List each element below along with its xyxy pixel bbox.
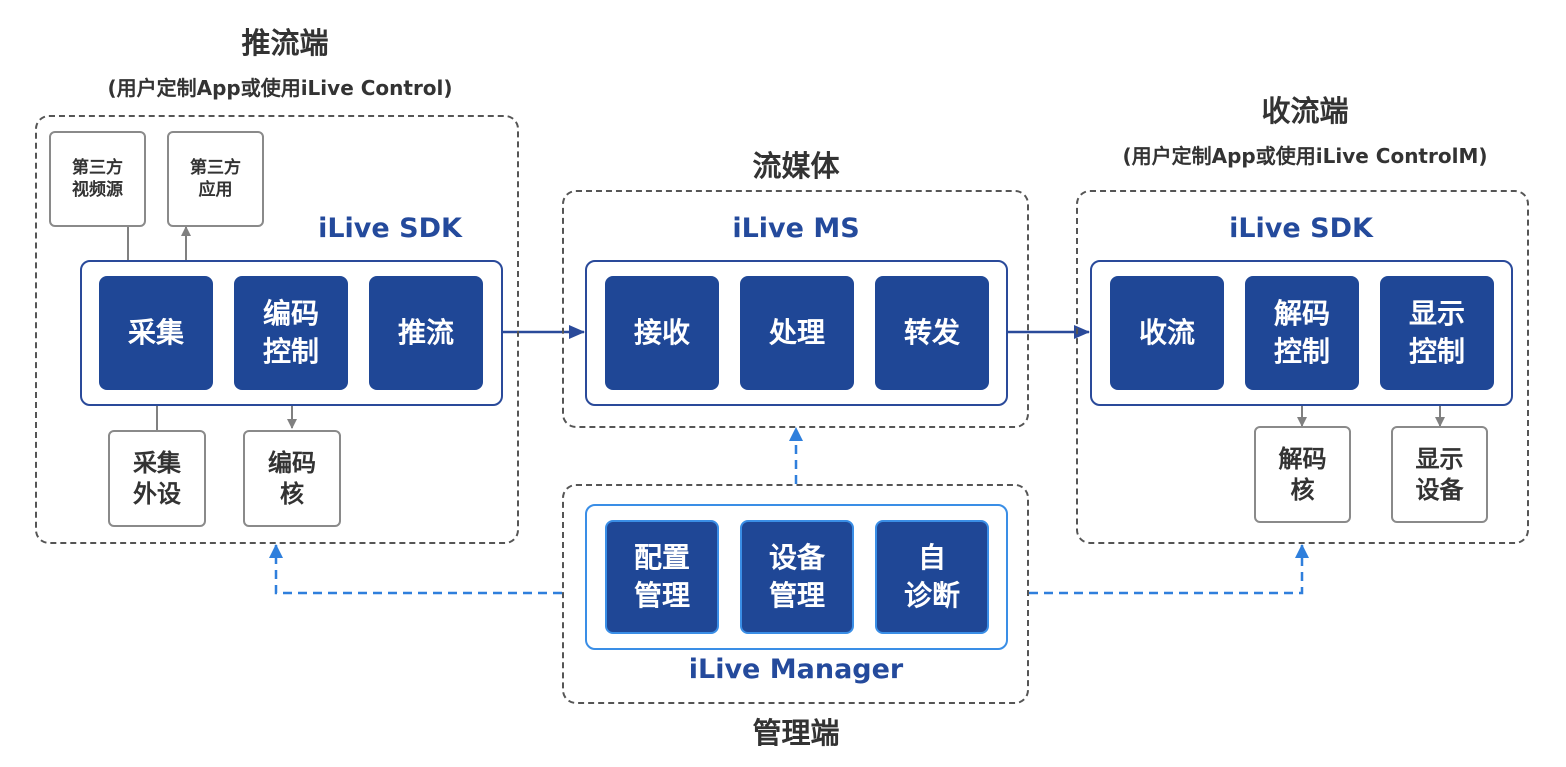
decode-control-block: 解码 控制 [1245, 276, 1359, 390]
manage-section-title: 管理端 [752, 716, 840, 750]
display-control-block: 显示 控制 [1380, 276, 1494, 390]
third-party-video-source-box: 第三方 视频源 [49, 131, 146, 227]
decoder-core-box: 解码 核 [1254, 426, 1351, 523]
manager-container [562, 484, 1029, 704]
receive-block: 接收 [605, 276, 719, 390]
receive-section-subtitle: (用户定制App或使用iLive ControlM) [1122, 144, 1488, 168]
receive-sdk-label: iLive SDK [1229, 213, 1373, 244]
capture-block: 采集 [99, 276, 213, 390]
config-management-block: 配置 管理 [605, 520, 719, 634]
capture-peripheral-box: 采集 外设 [108, 430, 206, 527]
device-management-block: 设备 管理 [740, 520, 854, 634]
push-sdk-label: iLive SDK [318, 213, 462, 244]
self-diagnosis-block: 自 诊断 [875, 520, 989, 634]
ms-label: iLive MS [732, 213, 860, 244]
receive-section-title: 收流端 [1261, 94, 1349, 128]
receive-stream-block: 收流 [1110, 276, 1224, 390]
media-section-title: 流媒体 [752, 149, 840, 183]
process-block: 处理 [740, 276, 854, 390]
push-section-title: 推流端 [241, 26, 329, 60]
encode-control-block: 编码 控制 [234, 276, 348, 390]
media-server-container [562, 190, 1029, 428]
receive-side-container [1076, 190, 1529, 544]
push-stream-block: 推流 [369, 276, 483, 390]
manager-label: iLive Manager [688, 654, 904, 685]
display-device-box: 显示 设备 [1391, 426, 1488, 523]
forward-block: 转发 [875, 276, 989, 390]
push-section-subtitle: (用户定制App或使用iLive Control) [107, 76, 453, 100]
push-side-container [35, 115, 519, 544]
third-party-app-box: 第三方 应用 [167, 131, 264, 227]
encoder-core-box: 编码 核 [243, 430, 341, 527]
